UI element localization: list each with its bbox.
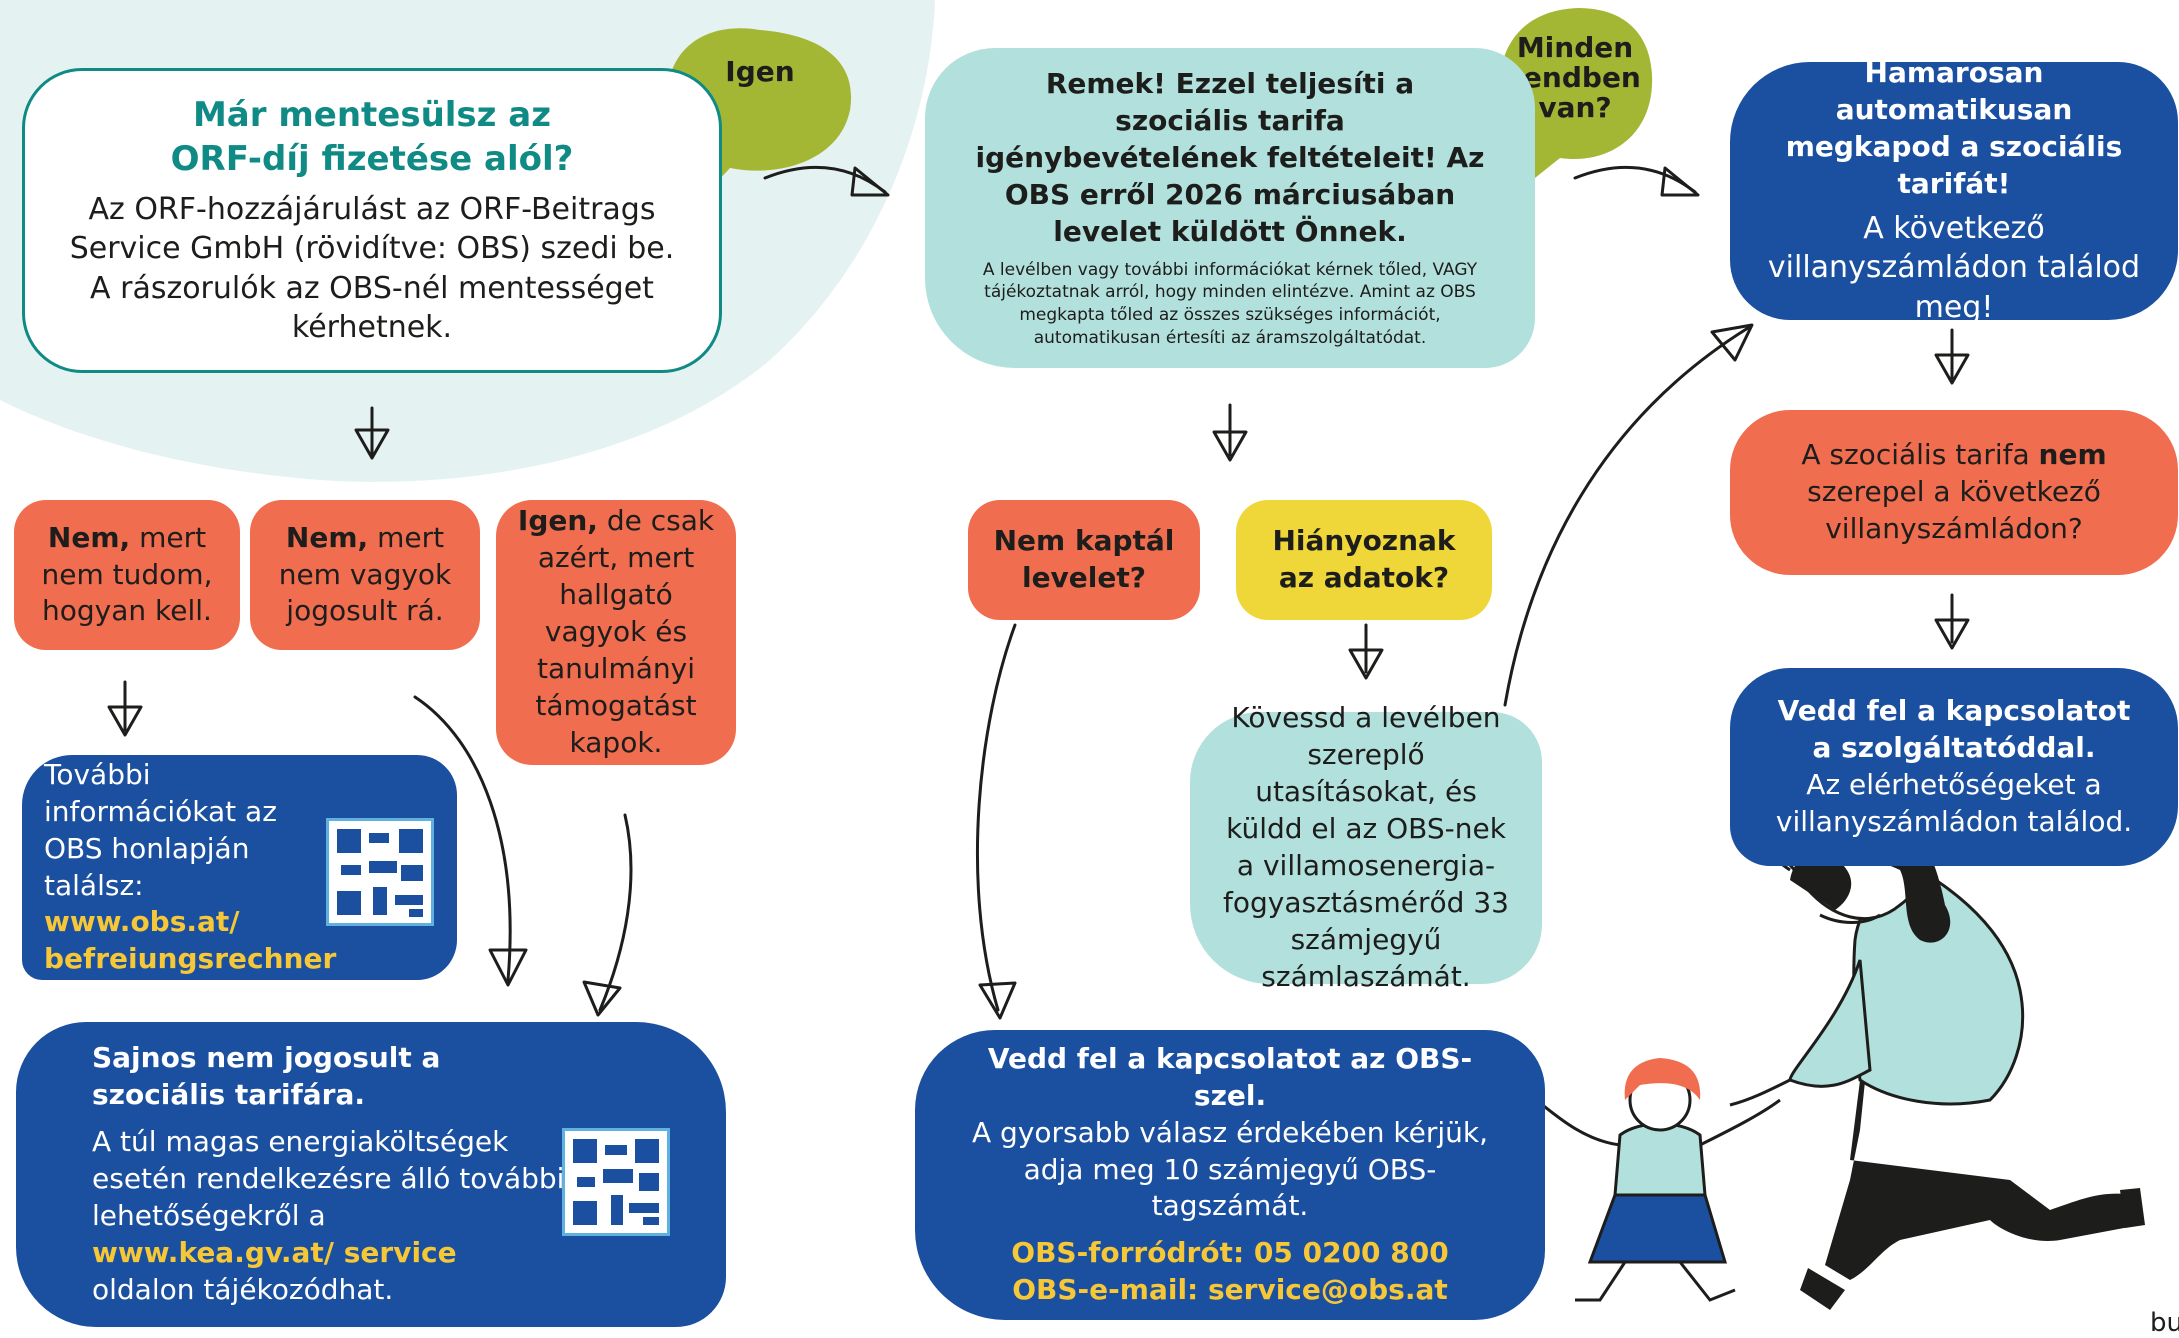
minden-text: Minden rendben van?: [1509, 30, 1641, 125]
question-box: Már mentesülsz az ORF-díj fizetése alól?…: [22, 68, 722, 373]
great-small: A levélben vagy további információkat ké…: [982, 259, 1478, 349]
info-text: További információkat az OBS honlapján t…: [44, 757, 277, 902]
arrow-noletter-to-contact-head: [978, 981, 1017, 1020]
opt2-bold: Nem,: [285, 520, 369, 554]
info-link[interactable]: www.obs.at/ befreiungsrechner: [44, 905, 337, 976]
no-letter-text: Nem kaptál levelet?: [993, 524, 1175, 594]
arrow-left-to-middle-head: [850, 166, 890, 197]
not-eligible-title: Sajnos nem jogosult a szociális tarifára…: [92, 1041, 441, 1112]
arrow-down-question-head: [354, 428, 390, 460]
opt1-bold: Nem,: [47, 520, 131, 554]
arrow-noletter-to-contact: [975, 623, 1017, 1012]
great-title: Remek! Ezzel teljesíti a szociális tarif…: [975, 66, 1485, 248]
not-eligible-body-1: A túl magas energiaköltségek esetén rend…: [92, 1125, 565, 1232]
arrow-middle-to-right-head: [1660, 166, 1700, 197]
opt3-bold: Igen,: [517, 504, 598, 538]
contact-body: A gyorsabb válasz érdekében kérjük, adja…: [971, 1115, 1489, 1223]
more-info-box: További információkat az OBS honlapján t…: [22, 755, 457, 980]
arrow-down-missing-head: [1348, 648, 1384, 680]
auto-body: A következő villanyszámládon találod meg…: [1767, 210, 2141, 325]
qr-code-kea[interactable]: [562, 1128, 670, 1236]
auto-tariff-box: Hamarosan automatikusan megkapod a szoci…: [1730, 56, 2178, 325]
option-yes-student: Igen, de csak azért, mert hallgató vagyo…: [496, 500, 736, 765]
follow-text: Kövessd a levélben szereplő utasításokat…: [1223, 701, 1509, 993]
option-no-not-eligible: Nem, mert nem vagyok jogosult rá.: [250, 500, 480, 650]
not-eligible-body-2: oldalon tájékozódhat.: [92, 1272, 394, 1306]
minden-bubble-label: Minden rendben van?: [1500, 28, 1650, 128]
follow-instructions-box: Kövessd a levélben szereplő utasításokat…: [1190, 701, 1542, 993]
corner-text: bu: [2150, 1308, 2179, 1338]
question-title-1: Már mentesülsz az: [192, 95, 552, 136]
supplier-title: Vedd fel a kapcsolatot a szolgáltatóddal…: [1777, 694, 2131, 765]
arrow-down-opt1-head: [107, 705, 143, 737]
arrow-opt3-to-noteligible-head: [582, 980, 622, 1017]
contact-obs-box: Vedd fel a kapcsolatot az OBS-szel. A gy…: [915, 1030, 1545, 1320]
woman-illustration: [1729, 788, 2145, 1310]
arrow-down-great-head: [1212, 430, 1248, 462]
girl-illustration: [1529, 1058, 1781, 1302]
arrow-down-auto-head: [1934, 353, 1970, 385]
opt2-rest: mert nem vagyok jogosult rá.: [278, 520, 452, 628]
not-on-bill-1: A szociális tarifa: [1801, 438, 2039, 472]
arrow-opt3-to-noteligible: [598, 813, 633, 1012]
option-no-dont-know: Nem, mert nem tudom, hogyan kell.: [14, 500, 240, 650]
contact-supplier-box: Vedd fel a kapcsolatot a szolgáltatóddal…: [1730, 668, 2178, 866]
opt1-rest: mert nem tudom, hogyan kell.: [41, 520, 213, 628]
minden-speech-bubble: [1499, 8, 1653, 190]
igen-bubble-label: Igen: [700, 52, 820, 92]
qr-code-obs[interactable]: [326, 818, 434, 926]
not-on-bill-2: szerepel a következő villanyszámládon?: [1807, 475, 2101, 545]
email[interactable]: OBS-e-mail: service@obs.at: [1012, 1273, 1448, 1307]
arrow-opt2-to-noteligible-head: [488, 948, 528, 987]
question-body: Az ORF-hozzájárulást az ORF-Beitrags Ser…: [69, 191, 675, 346]
question-title-2: ORF-díj fizetése alól?: [170, 139, 574, 180]
missing-data-text: Hiányoznak az adatok?: [1272, 524, 1456, 594]
arrow-follow-to-auto: [1503, 326, 1750, 707]
kea-link[interactable]: www.kea.gv.at/ service: [92, 1235, 457, 1269]
missing-data-box: Hiányoznak az adatok?: [1236, 500, 1492, 620]
arrow-follow-to-auto-head: [1710, 323, 1754, 362]
not-on-bill-box: A szociális tarifa nem szerepel a követk…: [1730, 410, 2178, 575]
not-on-bill-bold: nem: [2038, 438, 2107, 472]
supplier-body: Az elérhetőségeket a villanyszámládon ta…: [1775, 768, 2133, 838]
hotline[interactable]: OBS-forródrót: 05 0200 800: [1011, 1236, 1449, 1270]
arrow-opt2-to-noteligible: [413, 695, 512, 982]
opt3-rest: de csak azért, mert hallgató vagyok és t…: [535, 504, 715, 759]
arrow-down-notonbill-head: [1934, 618, 1970, 650]
igen-text: Igen: [725, 54, 795, 88]
no-letter-box: Nem kaptál levelet?: [968, 500, 1200, 620]
great-box: Remek! Ezzel teljesíti a szociális tarif…: [925, 48, 1535, 368]
auto-title: Hamarosan automatikusan megkapod a szoci…: [1785, 55, 2123, 200]
contact-title: Vedd fel a kapcsolatot az OBS-szel.: [987, 1041, 1473, 1112]
